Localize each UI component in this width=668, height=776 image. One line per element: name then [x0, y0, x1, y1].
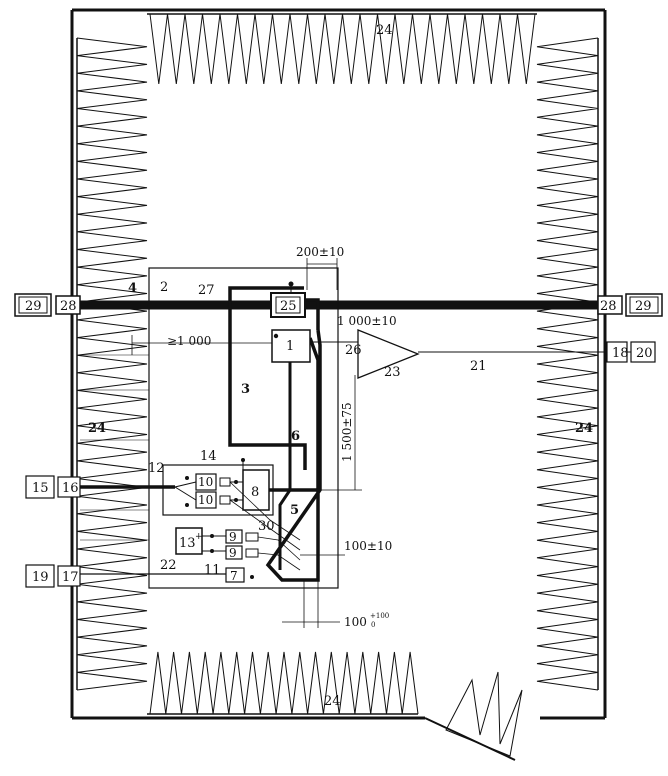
label-16: 16 [62, 481, 79, 496]
label-13: 13 [179, 536, 196, 551]
bulkhead-left [14, 293, 81, 317]
bulkhead-right [597, 293, 663, 317]
absorber-right [536, 37, 599, 691]
table-support-lines [80, 354, 149, 541]
label-14: 14 [200, 449, 217, 464]
label-20: 20 [636, 346, 653, 361]
dim-100-tol: 100 [344, 615, 367, 629]
dim-100-tol-upper: +100 [370, 612, 389, 620]
label-23: 23 [384, 365, 401, 380]
label-22: 22 [160, 558, 177, 573]
label-3: 3 [241, 382, 250, 397]
label-24-bottom: 24 [324, 694, 341, 709]
dim-1500: 1 500±75 [340, 402, 354, 462]
dim-1000: 1 000±10 [337, 314, 397, 328]
cable-3 [228, 286, 307, 470]
label-18: 18 [612, 346, 629, 361]
label-5: 5 [290, 503, 299, 518]
label-7: 7 [230, 569, 238, 583]
label-21: 21 [470, 359, 487, 374]
dim-100-tol-lower: 0 [371, 621, 375, 629]
cable-6 [265, 329, 322, 582]
label-30: 30 [258, 519, 275, 534]
dim-200: 200±10 [296, 245, 344, 259]
box-8 [242, 469, 270, 511]
label-10b: 10 [198, 493, 213, 507]
amplifier-23 [357, 329, 420, 379]
label-24-right: 24 [575, 421, 593, 436]
label-10a: 10 [198, 475, 213, 489]
box-17 [57, 565, 81, 587]
label-1: 1 [286, 339, 294, 354]
absorber-left [76, 37, 148, 691]
label-6: 6 [291, 429, 300, 444]
label-19: 19 [32, 570, 49, 585]
chamber-walls [70, 8, 607, 761]
box-15 [25, 475, 55, 499]
absorber-top [147, 13, 537, 85]
label-4: 4 [128, 281, 137, 296]
label-26: 26 [345, 343, 362, 358]
label-27: 27 [198, 283, 215, 298]
box-7 [225, 567, 245, 583]
box-9b [225, 545, 243, 560]
label-24-left: 24 [88, 421, 106, 436]
ground-plane [148, 267, 339, 589]
label-2: 2 [160, 280, 168, 295]
label-24-top: 24 [376, 23, 393, 38]
label-25: 25 [280, 299, 297, 314]
label-17: 17 [62, 570, 79, 585]
box-13 [175, 527, 203, 555]
label-11: 11 [204, 563, 221, 578]
label-15: 15 [32, 481, 49, 496]
box-1 [271, 329, 311, 363]
label-9a: 9 [229, 530, 237, 544]
label-9b: 9 [229, 546, 237, 560]
box-16 [57, 476, 81, 498]
label-13-sup: + [195, 532, 203, 542]
box-19 [25, 564, 55, 588]
label-28-left: 28 [60, 299, 77, 314]
label-29-right: 29 [635, 299, 652, 314]
absorber-door [445, 671, 523, 757]
label-8: 8 [251, 485, 259, 500]
dim-100: 100±10 [344, 539, 392, 553]
label-12: 12 [148, 461, 165, 476]
label-28-right: 28 [600, 299, 617, 314]
label-29-left: 29 [25, 299, 42, 314]
dim-ge1000: ≥1 000 [167, 334, 211, 348]
absorber-bottom [147, 651, 419, 715]
